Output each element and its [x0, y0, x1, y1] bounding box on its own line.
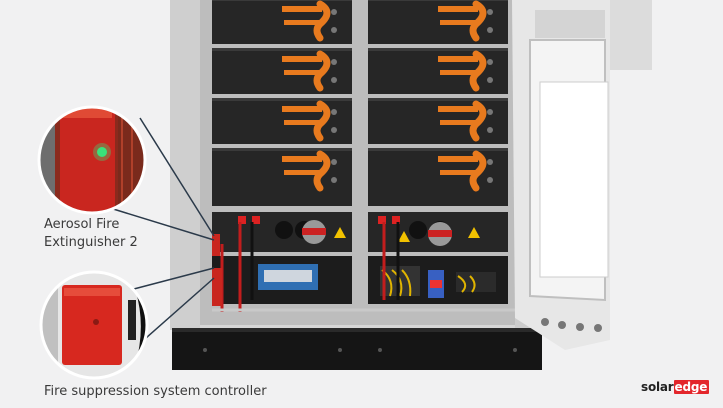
- fire-suppression-controller-label: Fire suppression system controller: [44, 384, 267, 399]
- battery-module: [212, 98, 352, 144]
- fire-suppression-controller-unit: [212, 268, 222, 306]
- control-panel-right: [368, 212, 508, 304]
- cabinet-door: [512, 0, 652, 350]
- logo-edge: edge: [673, 380, 710, 394]
- battery-module: [368, 148, 508, 206]
- aerosol-extinguisher-unit: [212, 234, 220, 256]
- power-cables: [212, 222, 515, 312]
- battery-module: [368, 48, 508, 94]
- aerosol-extinguisher-closeup: [37, 105, 147, 215]
- battery-module: [212, 148, 352, 206]
- battery-module: [212, 0, 352, 44]
- aerosol-extinguisher-label: Aerosol Fire Extinguisher 2: [44, 217, 138, 250]
- solaredge-logo: solaredge: [641, 380, 710, 394]
- battery-module: [212, 48, 352, 94]
- logo-solar: solar: [641, 380, 674, 394]
- battery-module: [368, 98, 508, 144]
- battery-module: [368, 0, 508, 44]
- control-panel-left: [212, 212, 352, 304]
- battery-racks: [212, 0, 508, 206]
